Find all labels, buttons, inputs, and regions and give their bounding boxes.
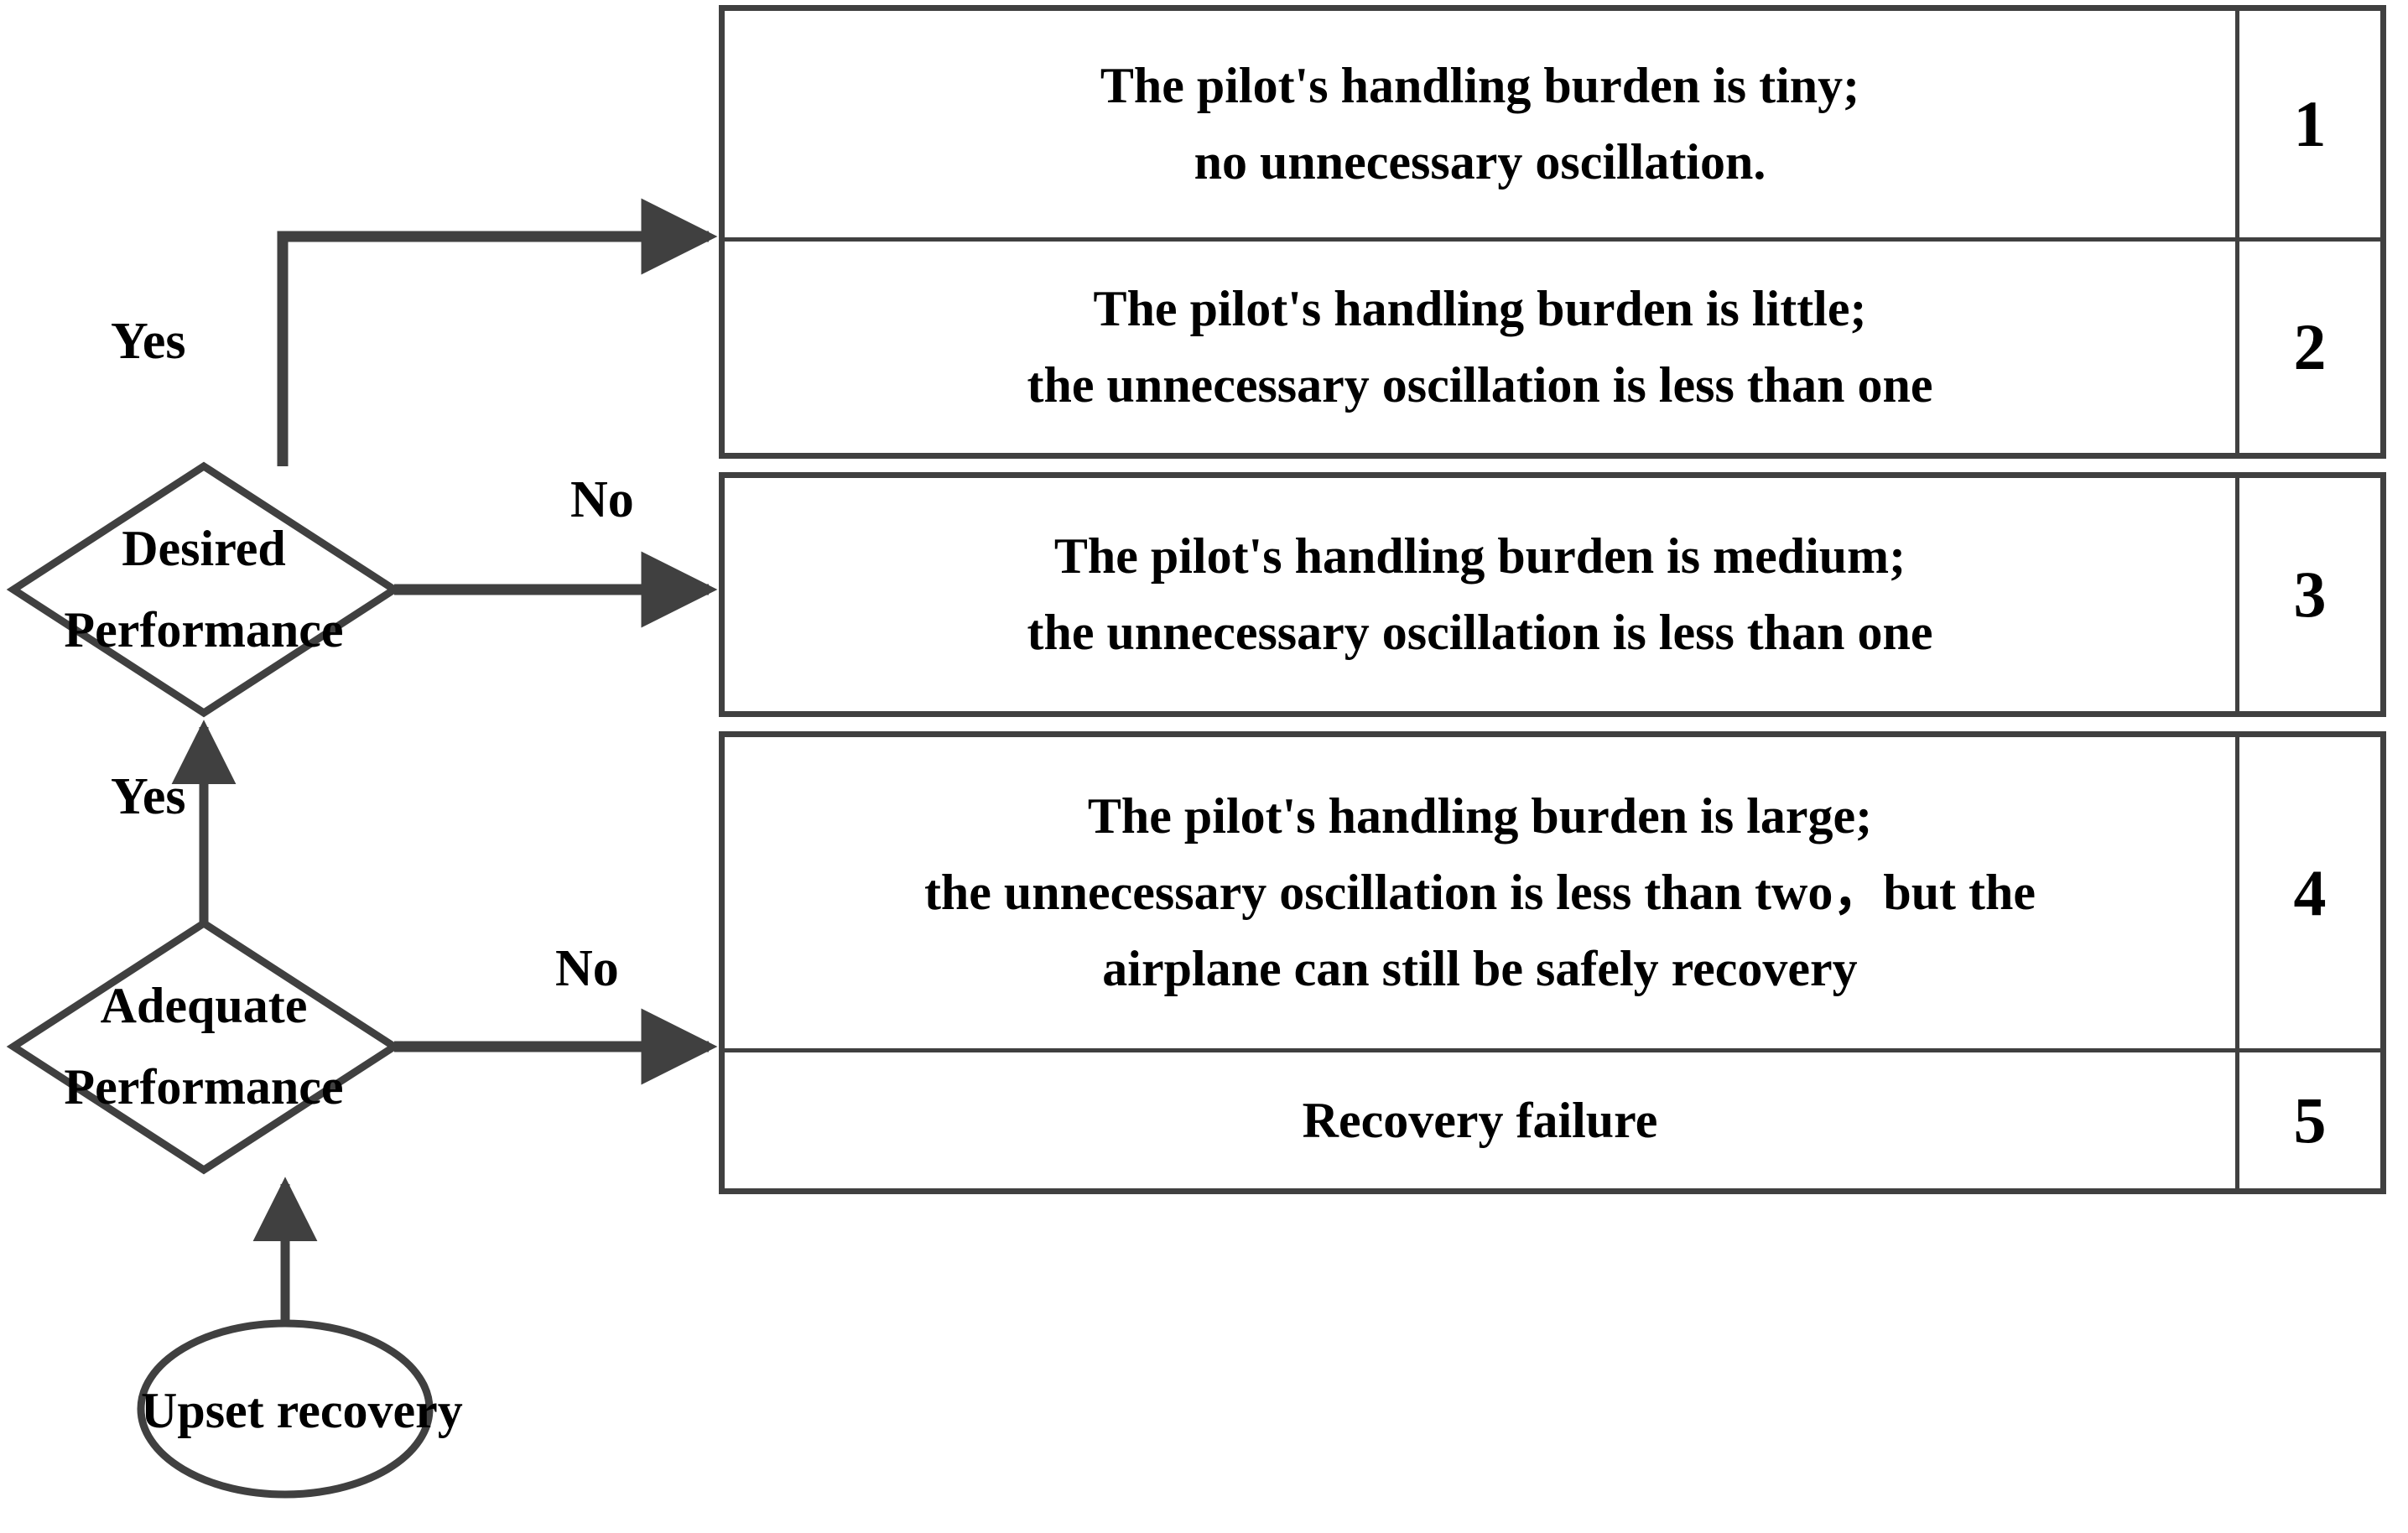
decision-desired-line1: Desired xyxy=(122,520,286,576)
outcome-2-line-1: The pilot's handling burden is little; xyxy=(1093,280,1867,336)
outcome-row-rating-1[interactable]: The pilot's handling burden is tiny; no … xyxy=(725,11,2380,237)
outcome-4-line-3: airplane can still be safely recovery xyxy=(1102,941,1858,997)
outcome-description-4: The pilot's handling burden is large; th… xyxy=(725,737,2235,1048)
branch-label-desired-yes: Yes xyxy=(111,313,186,370)
decision-adequate-performance[interactable]: Adequate Performance xyxy=(13,923,394,1170)
outcome-1-line-2: no unnecessary oscillation. xyxy=(1194,133,1766,190)
decision-adequate-performance-label: Adequate Performance xyxy=(64,965,343,1128)
outcome-row-rating-3[interactable]: The pilot's handling burden is medium; t… xyxy=(725,478,2380,711)
outcome-rating-3: 3 xyxy=(2235,478,2380,711)
outcome-rating-4: 4 xyxy=(2235,737,2380,1049)
outcome-rating-1: 1 xyxy=(2235,11,2380,237)
decision-adequate-line1: Adequate xyxy=(100,977,308,1033)
outcome-4-line-2: the unnecessary oscillation is less than… xyxy=(923,865,2036,921)
outcome-row-rating-2[interactable]: The pilot's handling burden is little; t… xyxy=(725,236,2380,453)
branch-label-adequate-yes: Yes xyxy=(111,768,186,825)
outcome-group-1: The pilot's handling burden is tiny; no … xyxy=(719,5,2386,459)
outcome-rating-2: 2 xyxy=(2235,241,2380,453)
outcome-description-2: The pilot's handling burden is little; t… xyxy=(725,242,2235,453)
decision-desired-performance-label: Desired Performance xyxy=(64,508,343,671)
outcome-description-3: The pilot's handling burden is medium; t… xyxy=(725,478,2235,711)
branch-label-adequate-no: No xyxy=(555,940,619,997)
outcome-row-rating-4[interactable]: The pilot's handling burden is large; th… xyxy=(725,737,2380,1049)
outcome-group-2: The pilot's handling burden is medium; t… xyxy=(719,472,2386,717)
decision-desired-performance[interactable]: Desired Performance xyxy=(13,466,394,713)
outcome-2-line-2: the unnecessary oscillation is less than… xyxy=(1027,356,1933,413)
decision-adequate-line2: Performance xyxy=(64,1059,344,1115)
outcome-rating-5: 5 xyxy=(2235,1052,2380,1188)
outcome-5-line-1: Recovery failure xyxy=(1302,1092,1658,1148)
outcome-3-line-1: The pilot's handling burden is medium; xyxy=(1053,527,1906,584)
outcome-4-line-1: The pilot's handling burden is large; xyxy=(1087,787,1873,844)
branch-label-desired-no: No xyxy=(570,471,634,528)
outcome-description-5: Recovery failure xyxy=(725,1052,2235,1188)
outcome-3-line-2: the unnecessary oscillation is less than… xyxy=(1027,605,1933,660)
outcome-row-rating-5[interactable]: Recovery failure 5 xyxy=(725,1048,2380,1188)
outcome-group-3: The pilot's handling burden is large; th… xyxy=(719,731,2386,1194)
start-node-label: Upset recovery xyxy=(141,1383,463,1438)
outcome-1-line-1: The pilot's handling burden is tiny; xyxy=(1100,57,1860,113)
edge-desired-yes-to-box1 xyxy=(277,198,718,466)
outcome-description-1: The pilot's handling burden is tiny; no … xyxy=(725,11,2235,237)
decision-desired-line2: Performance xyxy=(64,602,344,657)
